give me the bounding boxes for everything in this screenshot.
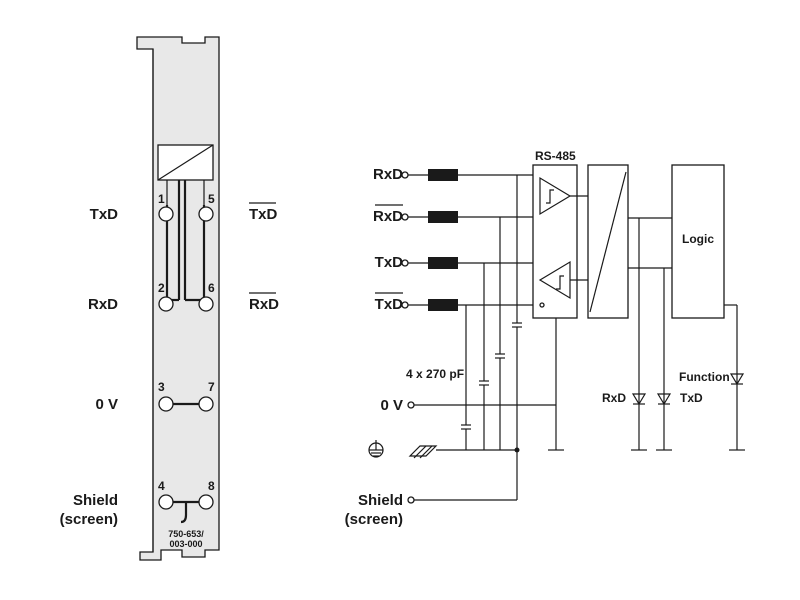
schematic-label-rxd: RxD [373,166,403,183]
right-label-txd-bar: TxD [249,206,278,223]
pin-2-number: 2 [158,281,165,295]
pin-5-terminal [198,206,214,222]
input-lines [401,169,556,504]
schematic-label-txd-bar: TxD [375,296,404,313]
pin-6-number: 6 [208,281,215,295]
pin-8-number: 8 [208,479,215,493]
left-label-screen: (screen) [60,511,118,528]
pin-7-terminal [198,396,214,412]
terminal-txd-bar [401,301,409,309]
left-label-0v: 0 V [95,396,118,413]
filter-rxd [428,169,458,181]
isolation-diagonal [589,171,627,313]
terminal-rxd [401,171,409,179]
filter-txd-bar [428,299,458,311]
pin-4-terminal [158,494,174,510]
logic-block [671,164,725,319]
filter-rxd-bar [428,211,458,223]
led-rxd-icon [631,393,647,406]
schematic-label-0v: 0 V [380,397,403,414]
pin-3-terminal [158,396,174,412]
module-isolation-diagonal [157,144,214,181]
part-number-line1: 750-653/ [168,529,204,539]
pin-4-number: 4 [158,479,165,493]
part-number-line2: 003-000 [169,539,202,549]
led-function-icon [729,373,745,386]
left-label-shield: Shield [73,492,118,509]
filter-txd [428,257,458,269]
pin-5-number: 5 [208,192,215,206]
capacitor-network [436,175,522,500]
pin-3-number: 3 [158,380,165,394]
din-rail-icon [408,445,438,459]
capacitor-label: 4 x 270 pF [406,367,464,381]
right-label-rxd-bar: RxD [249,296,279,313]
terminal-shield [407,496,415,504]
pin-2-terminal [158,296,174,312]
terminal-txd [401,259,409,267]
ground-icon [368,440,384,458]
receiver-amp-icon [539,176,572,216]
terminal-0v [407,401,415,409]
terminal-rxd-bar [401,213,409,221]
left-label-rxd: RxD [88,296,118,313]
transceiver-label: RS-485 [535,149,576,163]
led-label-txd: TxD [680,391,703,405]
led-label-rxd: RxD [602,391,626,405]
schematic-label-txd: TxD [375,254,404,271]
logic-label: Logic [682,232,714,246]
led-txd-icon [656,393,672,406]
pin-8-terminal [198,494,214,510]
schematic-label-screen: (screen) [345,511,403,528]
pin-1-number: 1 [158,192,165,206]
left-label-txd: TxD [90,206,119,223]
pin-6-terminal [198,296,214,312]
led-label-function: Function [679,370,730,384]
shield-jumper [180,502,188,524]
pin-1-terminal [158,206,174,222]
schematic-label-rxd-bar: RxD [373,208,403,225]
schematic-label-shield: Shield [358,492,403,509]
pin-7-number: 7 [208,380,215,394]
module-front-view: 1 5 2 6 3 7 4 8 750-653/ 003-000 [136,36,220,561]
schematic: RxD RxD TxD TxD 0 V Shield (screen) [345,149,745,528]
